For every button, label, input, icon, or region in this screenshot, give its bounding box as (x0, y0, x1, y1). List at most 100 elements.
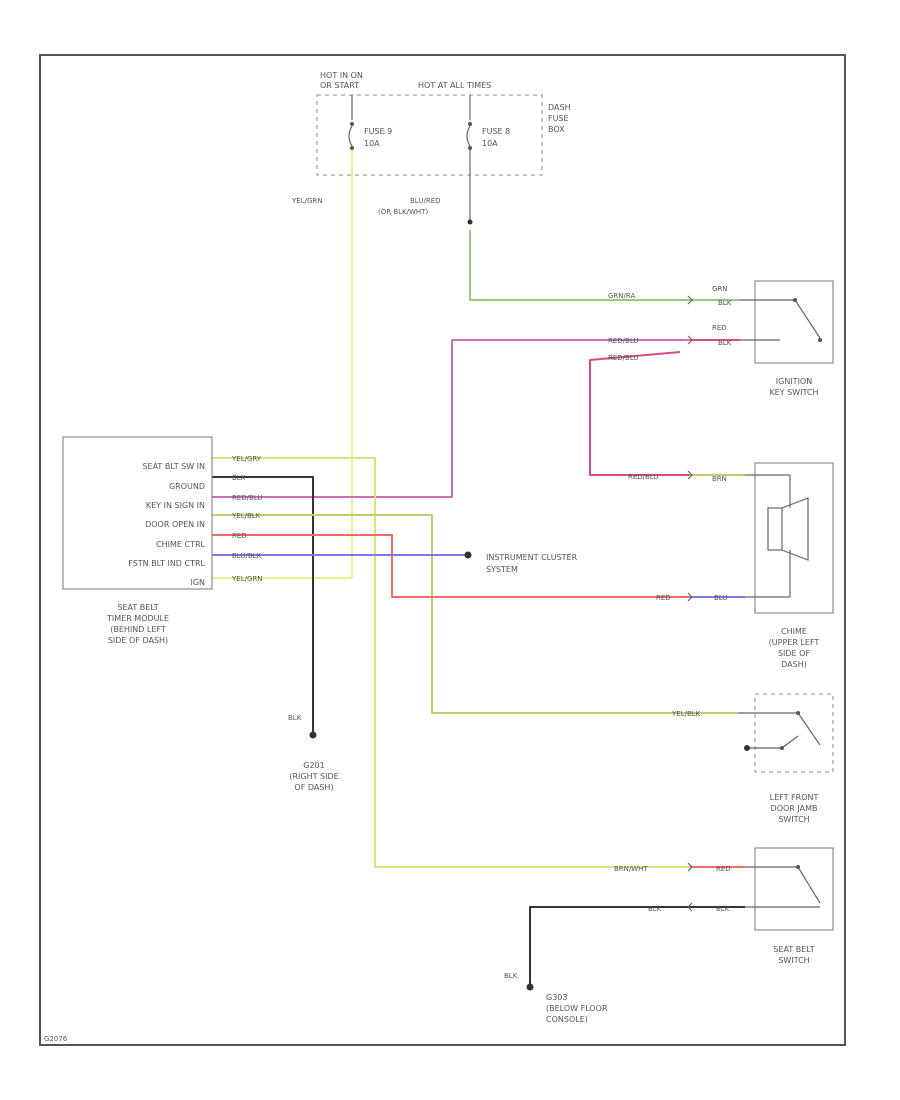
g201-label-1: G201 (303, 761, 324, 770)
wire-label-red-seat: RED (716, 865, 731, 873)
wire-label-mod-red-blu: RED/BLU (232, 494, 263, 502)
ignition-label-1: IGNITION (776, 377, 812, 386)
module-label-2: TIMER MODULE (106, 614, 169, 623)
wire-label-mod-yel-blk: YEL/BLK (231, 512, 261, 520)
chime-box (754, 462, 834, 614)
chime-label-4: DASH) (781, 660, 807, 669)
door-label-2: DOOR JAMB (771, 804, 818, 813)
ignition-connector-bottom (687, 335, 693, 345)
door-label-3: SWITCH (778, 815, 809, 824)
g201-label-2: (RIGHT SIDE (289, 772, 338, 781)
door-jamb-switch-box (754, 693, 834, 773)
wire-yel-grn-ign (212, 150, 353, 579)
module-pin-labels: SEAT BLT SW IN GROUND KEY IN SIGN IN DOO… (128, 462, 205, 587)
wire-label-brn: BRN (712, 475, 727, 483)
wire-label-brn-wht: BRN/WHT (614, 865, 648, 873)
pin-ground: GROUND (169, 482, 205, 491)
ignition-connector-top (687, 295, 693, 305)
chime-label-3: SIDE OF (778, 649, 810, 658)
seat-switch-label-2: SWITCH (778, 956, 809, 965)
wire-label-blk-seat2: BLK (716, 905, 730, 913)
module-label-1: SEAT BELT (117, 603, 158, 612)
wire-label-blk-seat1: BLK (648, 905, 662, 913)
wire-label-red-chime: RED (656, 594, 671, 602)
ground-g201-icon (309, 731, 317, 739)
wire-label-blu-chime: BLU (714, 594, 727, 602)
ignition-label-2: KEY SWITCH (769, 388, 818, 397)
splice-dot (467, 219, 473, 225)
wire-blk-ground-g201 (212, 476, 314, 733)
wire-blk-ground-g303 (529, 906, 745, 985)
wire-label-grn-ra: GRN/RA (608, 292, 635, 300)
chime-label-2: (UPPER LEFT (769, 638, 820, 647)
chime-speaker-body (767, 507, 783, 551)
fuse8-top-terminal (468, 122, 472, 126)
wire-label-red-blu-chime: RED/BLU (628, 473, 659, 481)
wire-label-mod-blu-blk: BLU/BLK (232, 552, 262, 560)
fuse9-name: FUSE 9 (364, 127, 392, 136)
wire-label-red-blu-long: RED/BLU (608, 337, 639, 345)
fuse9-top-terminal (350, 122, 354, 126)
wire-red-blu-key-in (212, 339, 690, 498)
chime-label-1: CHIME (781, 627, 807, 636)
fuse8-name: FUSE 8 (482, 127, 510, 136)
door-switch-arm (797, 712, 821, 746)
fuse-box-label-2: FUSE (548, 114, 569, 123)
fuse9-amp: 10A (364, 139, 380, 148)
wire-label-grn: GRN (712, 285, 728, 293)
wire-label-red-blu-mid: RED/BLU (608, 354, 639, 362)
ignition-switch-contact (818, 338, 822, 342)
hot-at-all-times-label: HOT AT ALL TIMES (418, 81, 491, 90)
seat-belt-switch-box (754, 847, 834, 931)
instrument-cluster-label-2: SYSTEM (486, 565, 518, 574)
fuse-box-label-1: DASH (548, 103, 571, 112)
g303-label-2: (BELOW FLOOR (546, 1004, 608, 1013)
wire-label-blk-g201: BLK (288, 714, 302, 722)
fuse8-icon (466, 125, 471, 147)
wire-label-mod-blk: BLK (232, 474, 246, 482)
chime-connector-bottom (687, 592, 693, 602)
wire-label-or-blk-wht: (OR BLK/WHT) (378, 208, 428, 216)
fuse8-bottom-terminal (468, 146, 472, 150)
wire-label-mod-yel-grn: YEL/GRN (231, 575, 262, 583)
wire-label-mod-yel-gry: YEL/GRY (231, 455, 262, 463)
wire-grn-ignition (469, 230, 690, 301)
fuse8-amp: 10A (482, 139, 498, 148)
wire-red-blu-chime-branch (589, 351, 690, 476)
fuse9-icon (348, 125, 353, 147)
wire-label-yel-blk-door: YEL/BLK (671, 710, 701, 718)
wire-yel-seat-belt-in (212, 457, 690, 868)
door-switch-ground-icon (744, 745, 750, 751)
pin-fstn-blt-ind-ctrl: FSTN BLT IND CTRL (128, 559, 205, 568)
hot-in-on-label: HOT IN ON (320, 71, 363, 80)
figure-id: G2076 (44, 1035, 68, 1043)
door-switch-ground-arm (781, 735, 799, 749)
g303-label-1: G303 (546, 993, 567, 1002)
pin-seat-blt-sw-in: SEAT BLT SW IN (142, 462, 205, 471)
seat-connector-top (687, 862, 693, 872)
wire-label-blu-red: BLU/RED (410, 197, 441, 205)
seat-switch-pivot (796, 865, 800, 869)
module-label-3: (BEHIND LEFT (110, 625, 166, 634)
fuse9-bottom-terminal (350, 146, 354, 150)
seat-belt-timer-module (62, 436, 213, 590)
pin-door-open-in: DOOR OPEN IN (145, 520, 205, 529)
seat-connector-bottom (687, 902, 693, 912)
ignition-key-switch-box (754, 280, 834, 364)
chime-speaker-cone (781, 497, 809, 561)
wire-label-yel-grn-top: YEL/GRN (291, 197, 322, 205)
g201-label-3: OF DASH) (294, 783, 333, 792)
pin-chime-ctrl: CHIME CTRL (156, 540, 205, 549)
module-label-4: SIDE OF DASH) (108, 636, 168, 645)
ignition-switch-arm (794, 299, 821, 339)
ground-g303-icon (526, 983, 534, 991)
chime-connector-top (687, 470, 693, 480)
wire-label-blk-g303: BLK (504, 972, 518, 980)
seat-switch-label-1: SEAT BELT (773, 945, 814, 954)
door-switch-pivot (796, 711, 800, 715)
g303-label-3: CONSOLE) (546, 1015, 588, 1024)
door-label-1: LEFT FRONT (770, 793, 819, 802)
ignition-switch-pivot (793, 298, 797, 302)
wire-label-blk-ign1: BLK (718, 299, 732, 307)
